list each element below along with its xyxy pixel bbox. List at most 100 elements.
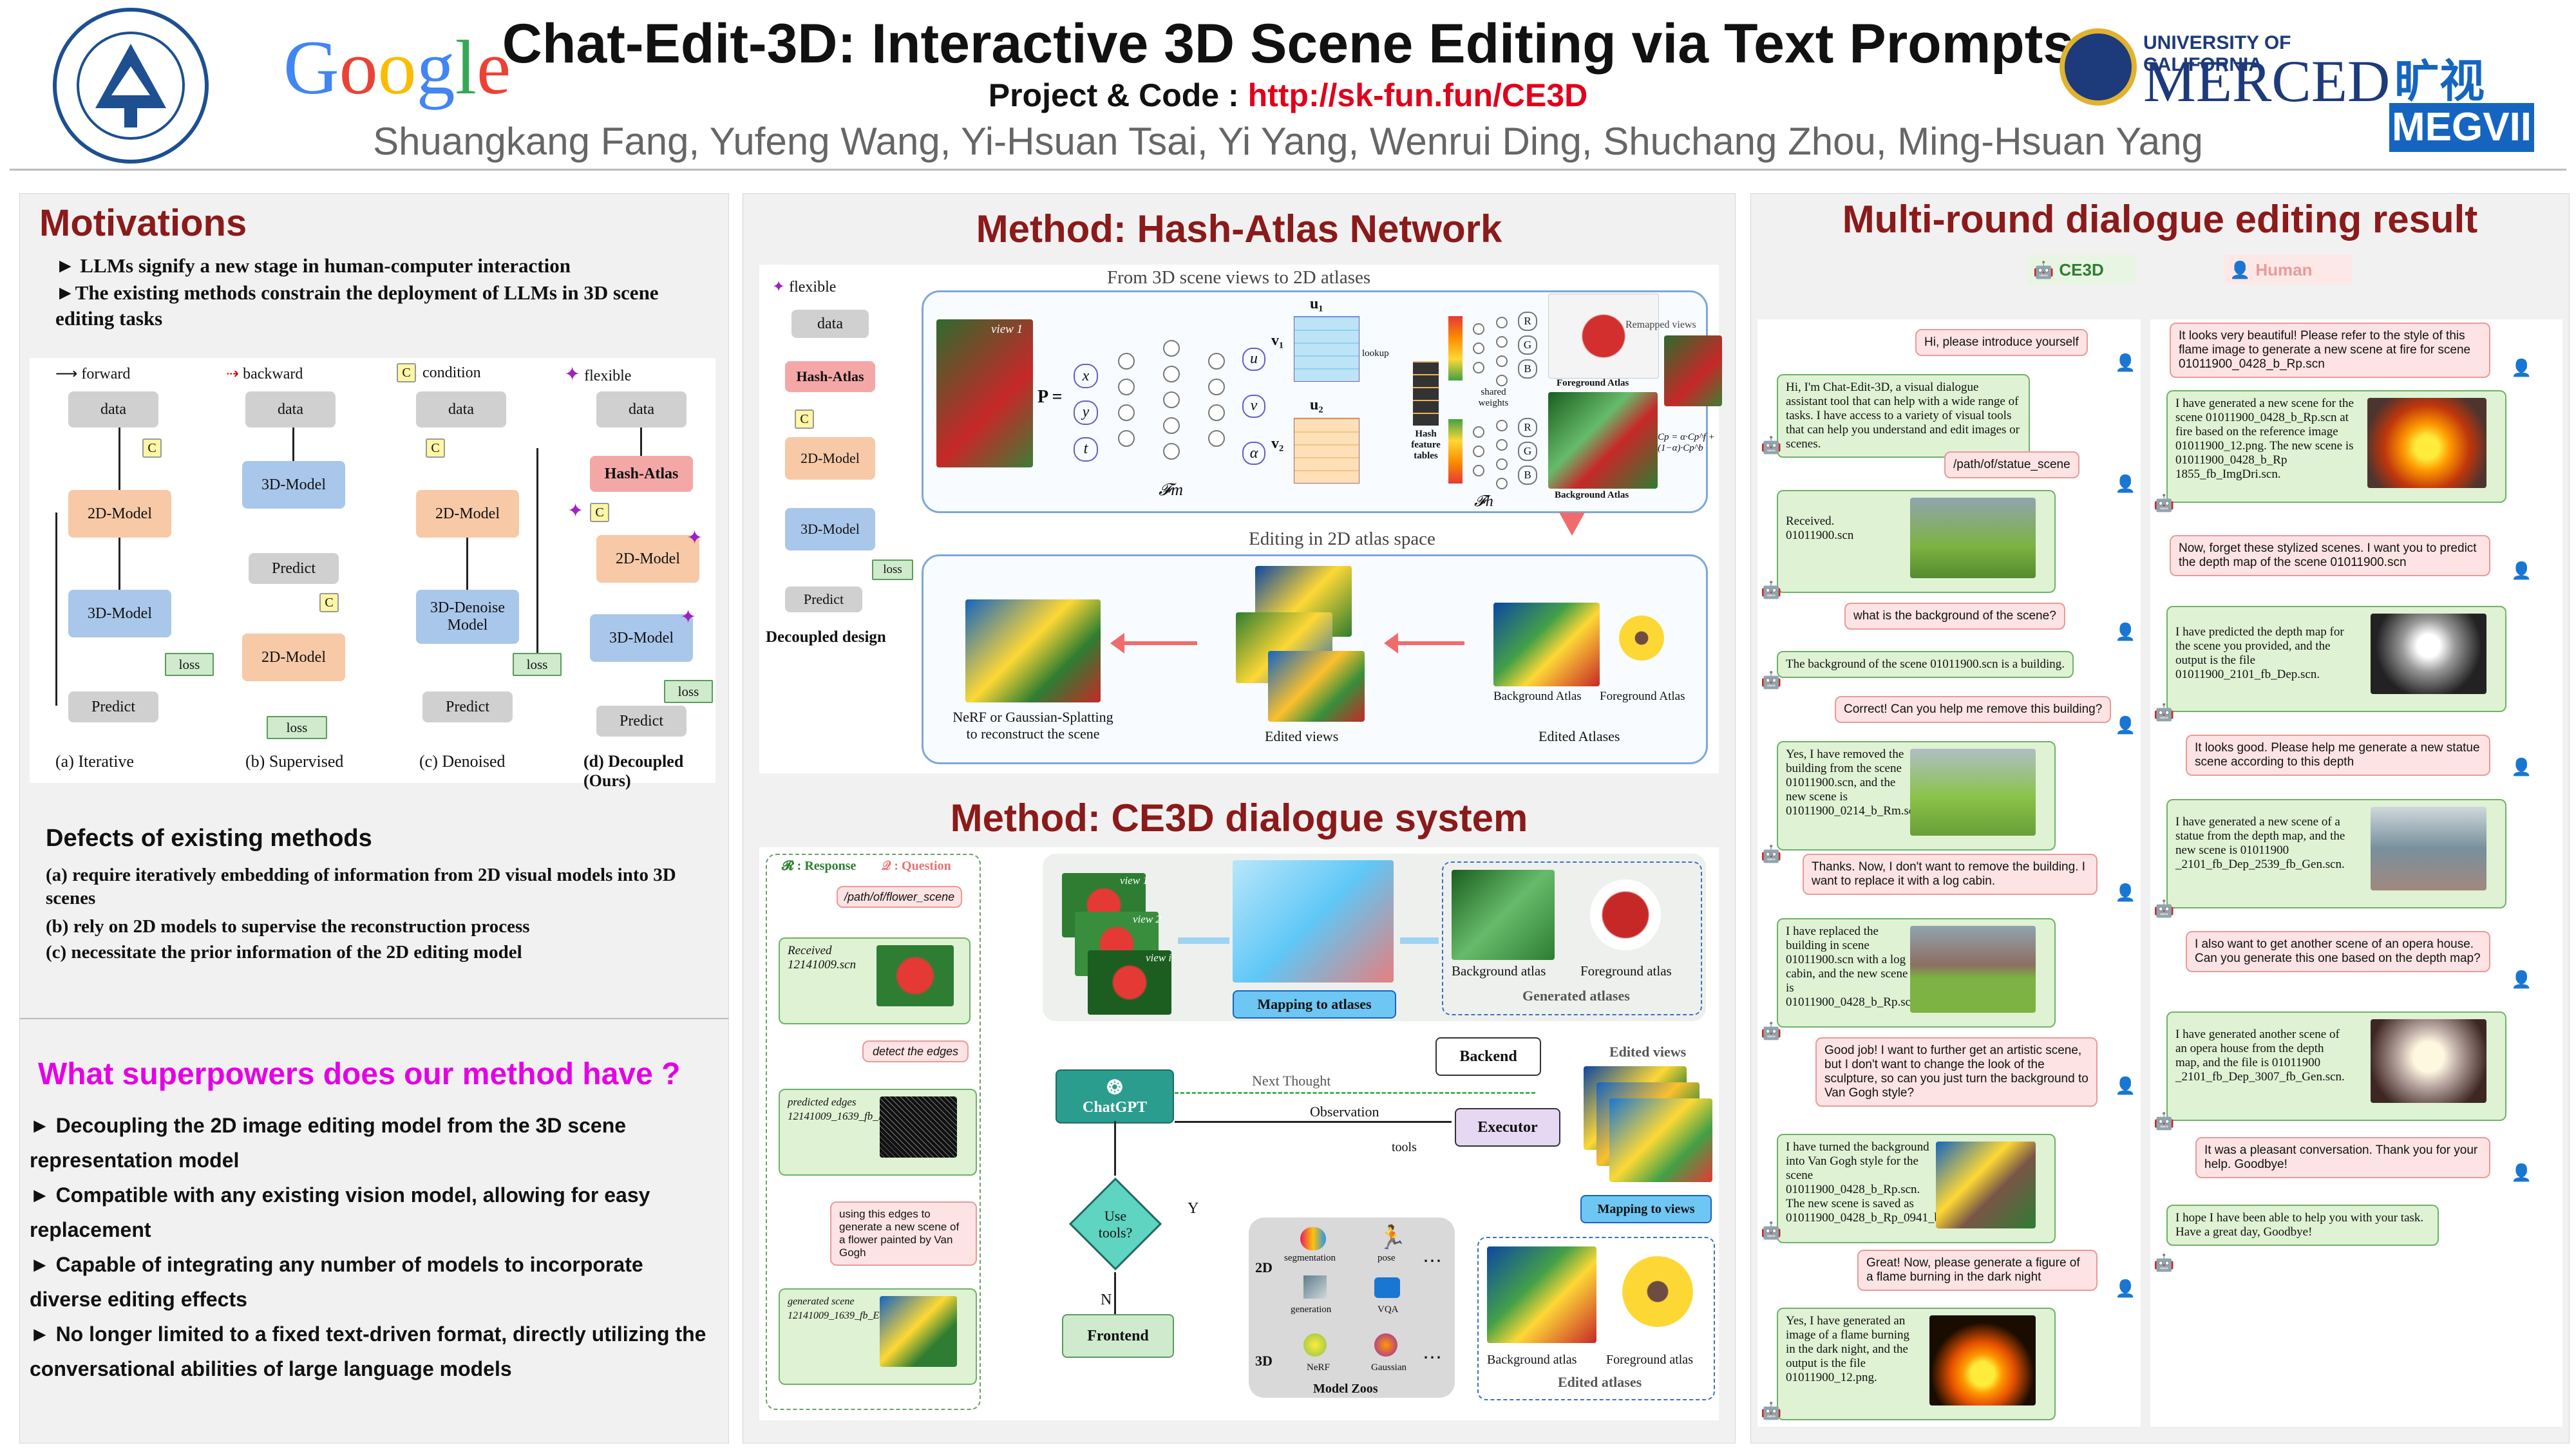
bot-message: I have turned the background into Van Go… — [1777, 1134, 2056, 1243]
human-icon: 👤 — [2115, 883, 2136, 902]
edges-thumbnail — [880, 1096, 957, 1158]
lookup-label: lookup — [1362, 348, 1389, 359]
ellipsis-icon: ⋯ — [1423, 1347, 1442, 1368]
grid-u2 — [1294, 418, 1359, 484]
statue-scene-image — [1910, 498, 2036, 578]
user-message: Hi, please introduce yourself — [1915, 329, 2088, 356]
flower-thumbnail — [876, 945, 954, 1006]
opera-house-image — [2371, 1019, 2486, 1103]
project-line: Project & Code : http://sk-fun.fun/CE3D — [0, 76, 2576, 115]
bg-atlas2-label: Background Atlas — [1493, 690, 1582, 703]
caption-b: (b) Supervised — [245, 752, 344, 771]
pose-icon: 🏃 — [1378, 1224, 1406, 1250]
generated-thumbnail — [880, 1296, 957, 1367]
user-message: It was a pleasant conversation. Thank yo… — [2195, 1137, 2490, 1178]
user-message: It looks very beautiful! Please refer to… — [2170, 323, 2490, 378]
bot-message: Yes, I have generated an image of a flam… — [1777, 1308, 2056, 1420]
node-predict: Predict — [68, 691, 158, 722]
fg-atlas-image — [1590, 879, 1661, 950]
rgb-column: R G B — [1518, 310, 1537, 381]
feature-column-icon — [1448, 316, 1463, 381]
mapping-views-label: Mapping to views — [1580, 1195, 1712, 1223]
use-tools-diamond — [1067, 1176, 1164, 1272]
legend-condition-label: condition — [422, 364, 481, 381]
bot-message: I have generated a new scene for the sce… — [2166, 390, 2506, 503]
arrow-line — [118, 538, 120, 590]
robot-icon: 🤖 — [2154, 899, 2175, 918]
edited-bg-atlas-image — [1493, 603, 1600, 686]
legend-backward: ⇢ backward — [226, 364, 303, 383]
bot-message-text: Yes, I have removed the building from th… — [1786, 748, 1924, 818]
coord-y: y — [1074, 400, 1098, 425]
motivation-bullet: ►The existing methods constrain the depl… — [55, 281, 659, 330]
view-label: view 1 — [991, 323, 1023, 336]
megvii-cn-text: 旷视 — [2394, 56, 2485, 106]
zoo-item-label: VQA — [1378, 1304, 1399, 1315]
node-3d-model: 3D-Model — [785, 508, 875, 550]
v2-label: v₂ — [1271, 435, 1284, 452]
bot-message: Yes, I have removed the building from th… — [1777, 741, 2056, 851]
edited-atlases-label: Edited atlases — [1558, 1374, 1642, 1390]
arrow-line — [118, 428, 120, 490]
segmentation-icon — [1300, 1227, 1326, 1250]
megvii-logo: 旷视 MEGVII — [2389, 45, 2537, 161]
decoupled-caption: Decoupled design — [766, 628, 886, 646]
flexible-star-icon: ✦ — [687, 527, 703, 549]
node-loss: loss — [267, 716, 327, 739]
flexible-star-icon: ✦ — [567, 500, 584, 522]
dialogue-system-title: Method: CE3D dialogue system — [950, 796, 1528, 840]
rgb-g: G — [1518, 441, 1537, 461]
out-alpha: α — [1242, 442, 1265, 465]
new-statue-image — [2371, 807, 2486, 890]
condition-c-icon: C — [319, 593, 339, 612]
node-loss: loss — [513, 653, 562, 676]
generated-text: generated scene 12141009_1639_fb_Edge_fb… — [788, 1296, 946, 1321]
user-message: Great! Now, please generate a figure of … — [1857, 1250, 2098, 1291]
backend-node: Backend — [1435, 1037, 1541, 1076]
fh-label: 𝓕h — [1474, 493, 1493, 510]
arrow-line — [536, 448, 538, 653]
bot-message-text: I have replaced the building in scene 01… — [1786, 925, 1920, 1009]
coord-vector: x y t — [1070, 358, 1102, 467]
node-3d-model: 3D-Model — [242, 461, 345, 509]
human-icon: 👤 — [2115, 474, 2136, 493]
user-message: Correct! Can you help me remove this bui… — [1835, 696, 2112, 723]
rgb-r: R — [1518, 312, 1537, 332]
bot-message: I have generated another scene of an ope… — [2166, 1011, 2506, 1121]
question-bubble: /path/of/flower_scene — [837, 886, 963, 908]
chat-column-left: Hi, please introduce yourself 👤 Hi, I'm … — [1757, 319, 2141, 1427]
ellipsis-icon: ⋯ — [1423, 1250, 1442, 1272]
next-thought-label: Next Thought — [1252, 1073, 1331, 1089]
edited-bg-atlas-image — [1487, 1246, 1596, 1343]
project-url[interactable]: http://sk-fun.fun/CE3D — [1247, 77, 1588, 113]
robot-icon: 🤖 — [2033, 259, 2054, 279]
nerf-output-image — [965, 599, 1101, 702]
node-hash-atlas: Hash-Atlas — [590, 456, 693, 492]
legend-flexible: ✦ flexible — [564, 363, 631, 386]
bot-message-text: I have generated a new scene of a statue… — [2175, 815, 2345, 871]
mlp-network-icon — [1113, 335, 1229, 477]
user-message: It looks good. Please help me generate a… — [2186, 735, 2490, 776]
robot-icon: 🤖 — [1761, 1401, 1782, 1420]
defect-item: (b) rely on 2D models to supervise the r… — [46, 916, 530, 937]
flexible-star-icon: ✦ — [680, 606, 697, 628]
bg-atlas-label: Background Atlas — [1555, 490, 1629, 500]
right-arrow-icon — [1178, 937, 1229, 944]
view-label: view i — [1146, 952, 1172, 964]
dialogue-column — [766, 854, 981, 1410]
node-data: data — [791, 310, 869, 338]
ucmerced-seal-icon — [2060, 28, 2137, 106]
condition-c-icon: C — [426, 438, 445, 458]
bot-message-text: I have predicted the depth map for the s… — [2175, 625, 2344, 681]
mlp-network-icon — [1471, 310, 1510, 387]
author-list: Shuangkang Fang, Yufeng Wang, Yi-Hsuan T… — [373, 120, 2203, 163]
superpower-item: ► No longer limited to a fixed text-driv… — [30, 1322, 706, 1380]
bot-message-text: Yes, I have generated an image of a flam… — [1786, 1314, 1910, 1384]
node-3d-denoise-model: 3D-Denoise Model — [416, 590, 519, 644]
chatgpt-icon: ❂ — [1106, 1077, 1123, 1098]
user-message: Good job! I want to further get an artis… — [1815, 1037, 2098, 1107]
u1-label: u₁ — [1310, 296, 1323, 312]
node-predict: Predict — [785, 587, 862, 612]
editing-caption: Editing in 2D atlas space — [1249, 529, 1435, 549]
